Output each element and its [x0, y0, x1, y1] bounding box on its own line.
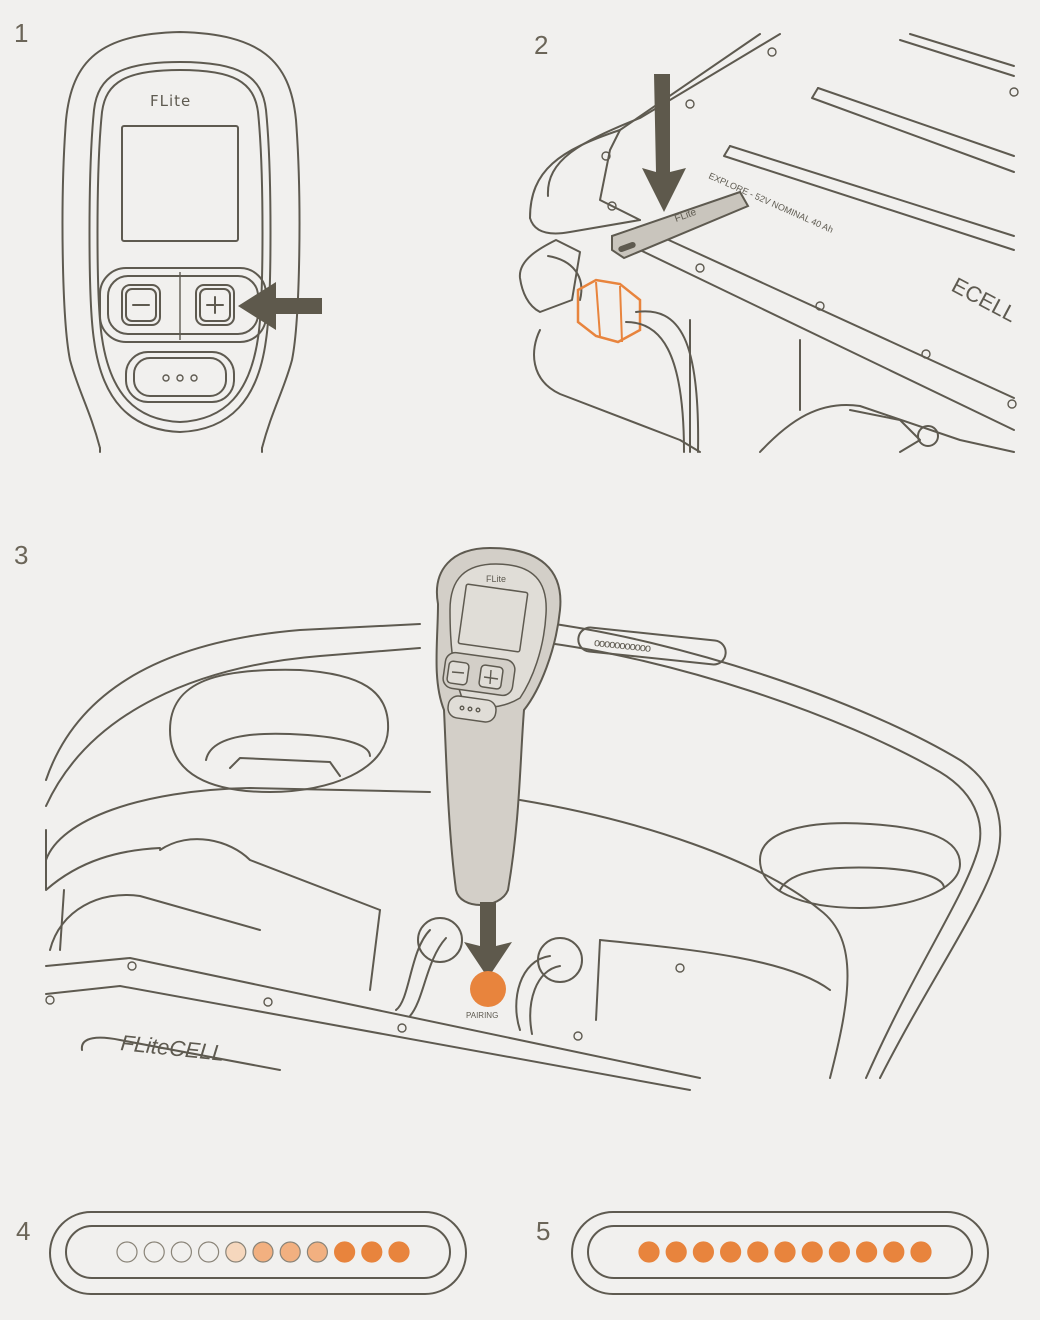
pairing-button[interactable] [470, 971, 506, 1007]
plus-button[interactable] [195, 284, 235, 326]
insert-key-arrow-icon [642, 74, 686, 212]
controller-body [61, 31, 301, 453]
led-indicator [306, 1241, 328, 1263]
led-indicator [747, 1241, 769, 1263]
battery-lower-panel: FLiteCELL [45, 957, 701, 1091]
step-4-led-bar [49, 1211, 467, 1295]
led-indicator [388, 1241, 410, 1263]
cup-holder-left [169, 668, 390, 793]
led-indicator [638, 1241, 660, 1263]
battery-top [529, 33, 1019, 431]
led-indicator [198, 1241, 220, 1263]
controller-screen [121, 125, 239, 242]
led-indicator [665, 1241, 687, 1263]
led-indicator [252, 1241, 274, 1263]
step-5-number: 5 [536, 1216, 551, 1246]
cables [395, 917, 583, 1035]
led-indicator [719, 1241, 742, 1263]
led-indicator [801, 1241, 823, 1263]
led-indicator [225, 1241, 247, 1263]
led-indicator [828, 1241, 851, 1263]
cup-holder-right [759, 822, 961, 909]
minus-button[interactable] [121, 284, 161, 326]
press-plus-arrow-icon [238, 282, 322, 330]
led-indicator [361, 1241, 383, 1263]
step-4-number: 4 [16, 1216, 31, 1246]
led-indicator [143, 1241, 165, 1263]
controller-logo: FLite [150, 92, 191, 110]
step-1-controller-illustration: FLite [61, 31, 322, 453]
key-insert: FLite [611, 190, 750, 260]
power-connector [518, 239, 700, 453]
docked-controller-logo: FLite [486, 574, 506, 584]
step-5-led-bar [571, 1211, 989, 1295]
menu-button[interactable] [125, 351, 235, 403]
step-2-battery-illustration: FLite EXPLORE - 52V NOMINAL 40 Ah ECELL [518, 33, 1021, 453]
led-indicator [910, 1241, 932, 1263]
controller-docked: FLite [435, 546, 562, 906]
led-indicator [774, 1241, 796, 1263]
svg-text:ooooooooooo: ooooooooooo [593, 637, 651, 655]
battery-led-slot: ooooooooooo [577, 626, 727, 666]
step-3-pairing-illustration: ooooooooooo FLiteCELL FLite PAIRING [45, 546, 1002, 1091]
led-indicator [279, 1241, 301, 1263]
battery-side [533, 319, 1015, 453]
battery-logo: FLiteCELL [119, 1030, 225, 1066]
led-bars [49, 1211, 989, 1295]
pairing-label: PAIRING [466, 1011, 498, 1020]
led-indicator [692, 1241, 715, 1263]
battery-cell-logo: ECELL [948, 272, 1021, 327]
step-3-number: 3 [14, 540, 29, 570]
led-indicator [170, 1241, 192, 1263]
step-1-number: 1 [14, 18, 29, 48]
pairing-arrow-icon [464, 902, 512, 978]
battery-frame [45, 621, 1002, 1079]
led-indicator [855, 1241, 878, 1263]
led-indicator [116, 1241, 138, 1263]
step-2-number: 2 [534, 30, 549, 60]
led-indicator [883, 1241, 905, 1263]
led-indicator [334, 1241, 356, 1263]
